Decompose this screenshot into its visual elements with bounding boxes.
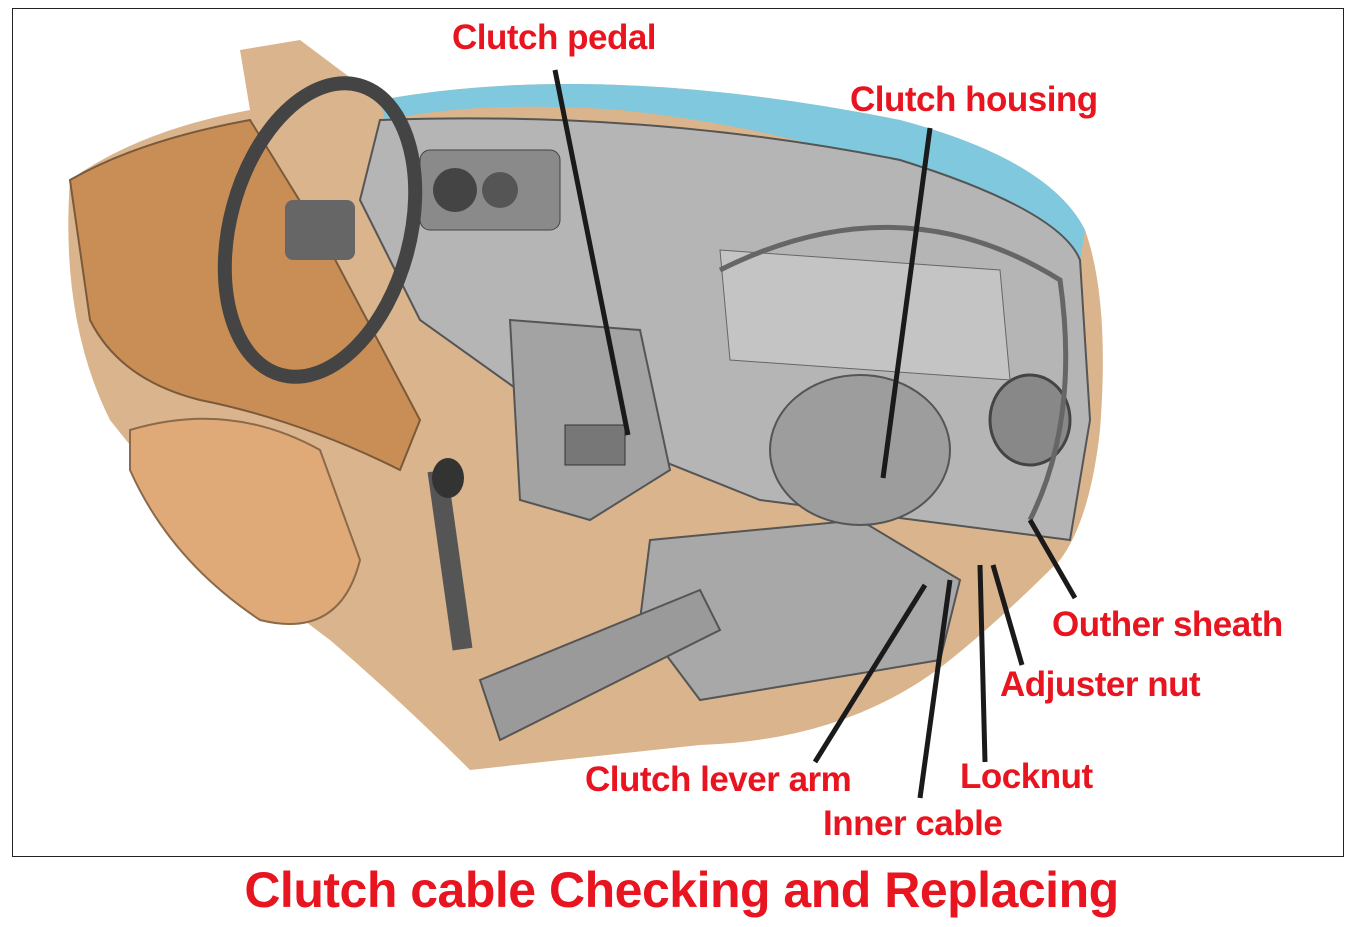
leader-locknut bbox=[977, 564, 988, 763]
label-locknut: Locknut bbox=[960, 757, 1093, 796]
label-clutch-lever-arm: Clutch lever arm bbox=[585, 760, 852, 799]
leader-outer-sheath bbox=[1027, 518, 1078, 600]
label-clutch-pedal: Clutch pedal bbox=[452, 18, 657, 57]
leader-clutch-lever-arm bbox=[812, 583, 928, 764]
label-adjuster-nut: Adjuster nut bbox=[1000, 665, 1201, 704]
label-outer-sheath: Outher sheath bbox=[1052, 605, 1283, 644]
label-inner-cable: Inner cable bbox=[823, 804, 1003, 843]
label-clutch-housing: Clutch housing bbox=[850, 80, 1098, 119]
leader-clutch-pedal bbox=[552, 69, 631, 436]
illustration-shapes bbox=[68, 40, 1103, 770]
leader-clutch-housing bbox=[880, 127, 933, 479]
leader-adjuster-nut bbox=[990, 564, 1025, 666]
leader-inner-cable bbox=[917, 579, 953, 799]
leader-lines bbox=[552, 69, 1078, 799]
diagram-title: Clutch cable Checking and Replacing bbox=[244, 862, 1119, 918]
diagram-frame bbox=[12, 8, 1344, 857]
